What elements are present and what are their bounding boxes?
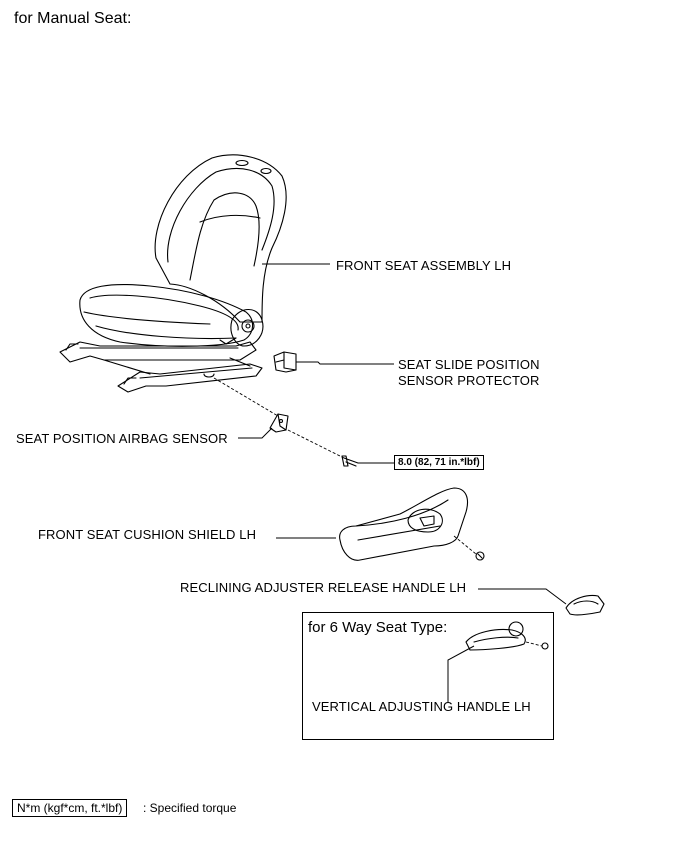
torque-spec-box: 8.0 (82, 71 in.*lbf)	[394, 455, 484, 470]
seat-cushion	[79, 284, 254, 347]
label-cushion-shield: FRONT SEAT CUSHION SHIELD LH	[38, 527, 257, 542]
label-seat-position-airbag-sensor: SEAT POSITION AIRBAG SENSOR	[16, 431, 228, 446]
label-front-seat-assembly: FRONT SEAT ASSEMBLY LH	[336, 258, 512, 273]
label-seat-slide-protector-line1: SEAT SLIDE POSITION	[398, 357, 540, 372]
seat-slide-sensor-protector-part	[273, 351, 297, 373]
seat-rails	[59, 341, 263, 393]
seat-position-airbag-sensor-part	[269, 413, 289, 433]
vertical-handle-part	[465, 621, 549, 651]
recliner-mechanism	[219, 308, 264, 347]
label-vertical-handle: VERTICAL ADJUSTING HANDLE LH	[312, 699, 531, 714]
assembly-lines	[213, 377, 543, 647]
label-seat-slide-protector-line2: SENSOR PROTECTOR	[398, 373, 540, 388]
cushion-shield-screw	[475, 551, 485, 561]
page-title: for Manual Seat:	[14, 10, 132, 27]
reclining-handle-part	[565, 594, 605, 616]
legend-description: : Specified torque	[143, 801, 237, 815]
leader-lines	[238, 263, 567, 702]
label-reclining-handle: RECLINING ADJUSTER RELEASE HANDLE LH	[180, 580, 467, 595]
seat-back	[154, 154, 287, 323]
legend-unit-box: N*m (kgf*cm, ft.*lbf)	[12, 799, 128, 817]
sensor-bolt	[341, 455, 359, 467]
cushion-shield-part	[339, 487, 469, 561]
inset-title: for 6 Way Seat Type:	[308, 619, 448, 636]
inset-6-way-seat	[302, 612, 554, 740]
